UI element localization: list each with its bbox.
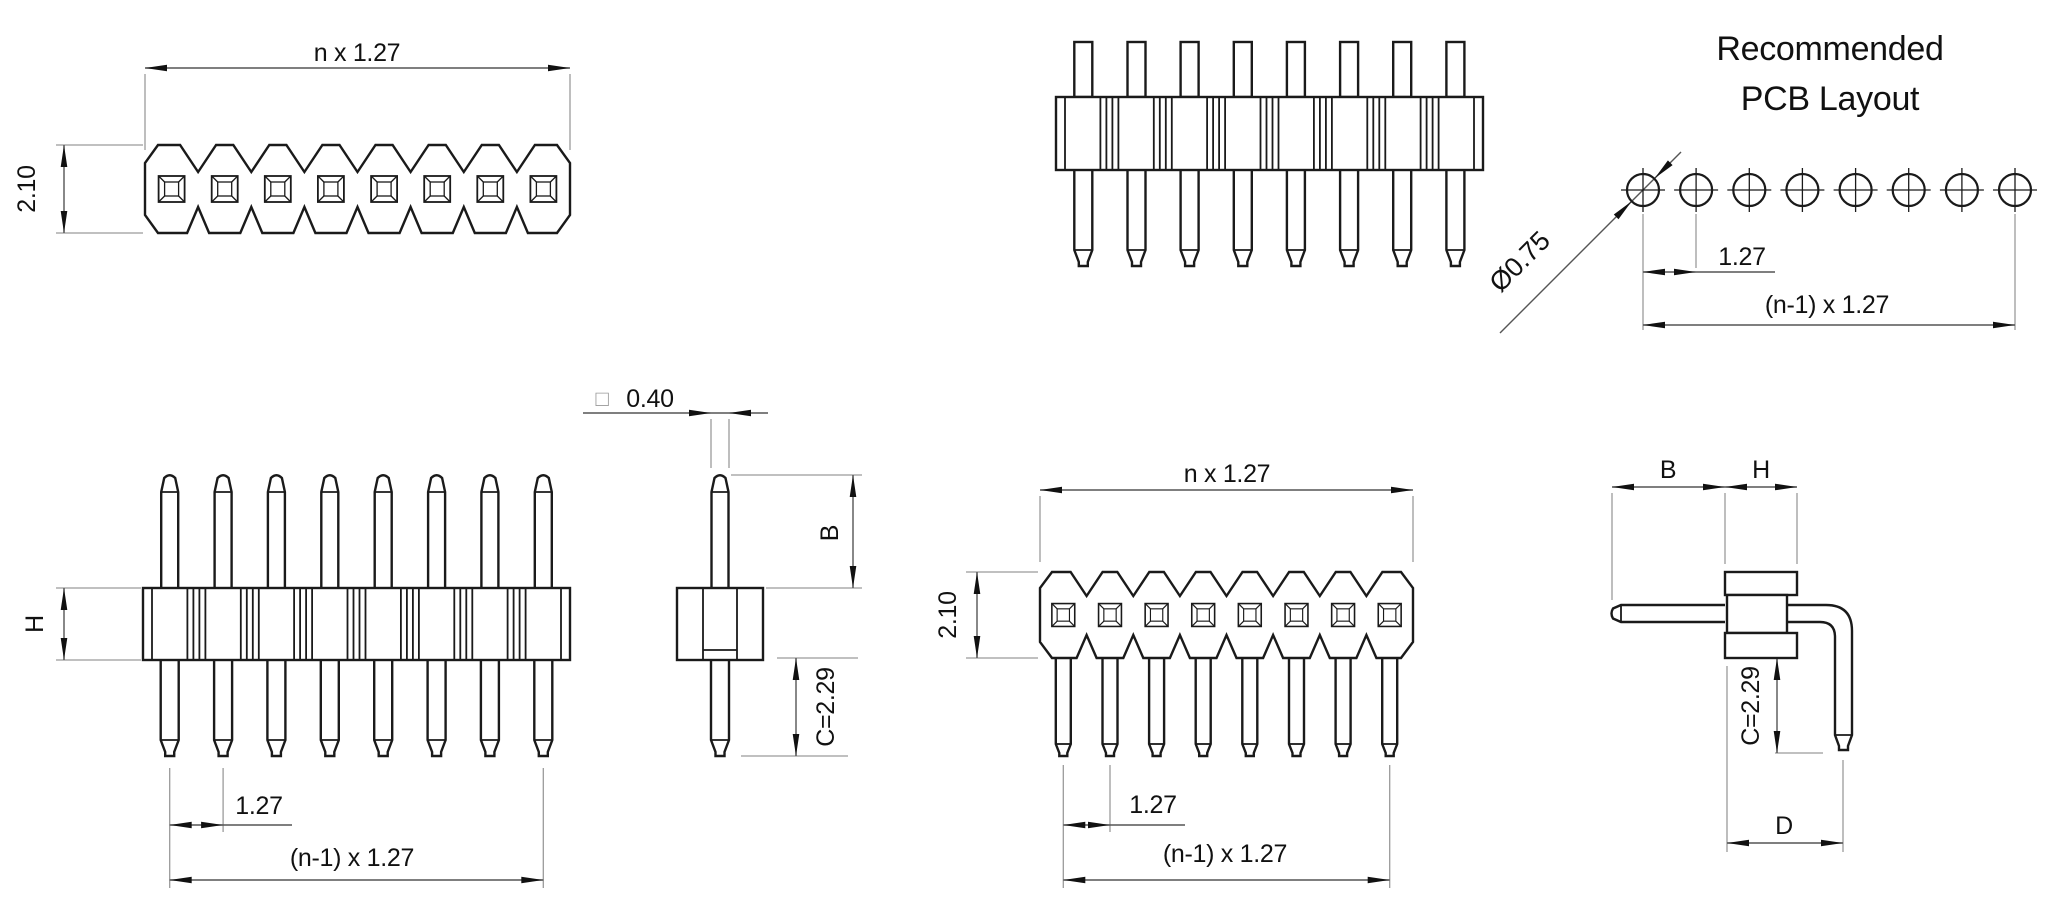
drill-holes bbox=[1619, 166, 2039, 214]
square-section-symbol: □ bbox=[596, 386, 609, 411]
bent-pin bbox=[1787, 603, 1854, 752]
view-front-a bbox=[1054, 40, 1485, 268]
dim-pitch-label: 1.27 bbox=[1718, 243, 1765, 271]
lower-pin bbox=[709, 658, 731, 758]
pcb-layout-title-line1: Recommended bbox=[1716, 30, 1943, 68]
dim-pitch-label: 1.27 bbox=[1129, 791, 1176, 819]
body-segment-lines bbox=[151, 586, 562, 661]
dim-span-label: (n-1) x 1.27 bbox=[290, 844, 414, 872]
view-front-b: H 1.27 (n-1) x 1.27 bbox=[21, 474, 572, 888]
view-top-a: n x 1.27 2.10 bbox=[13, 39, 572, 235]
dim-hole-diameter-label: Ø0.75 bbox=[1484, 226, 1556, 298]
dim-tail-label: C=2.29 bbox=[812, 667, 840, 747]
dim-depth-label: 2.10 bbox=[934, 591, 962, 638]
dim-upper-pin-label: B bbox=[1660, 456, 1676, 484]
dim-height-label: H bbox=[21, 615, 49, 633]
lower-pins bbox=[1073, 168, 1466, 268]
upper-pin bbox=[710, 474, 730, 590]
view-side-single-pin: □ 0.40 B C=2.29 bbox=[583, 385, 862, 758]
insulator-body bbox=[1723, 570, 1799, 660]
header-body-outline bbox=[1038, 570, 1415, 660]
dimension-extension-lines bbox=[1611, 486, 1844, 852]
insulator-body bbox=[1054, 95, 1485, 172]
body-segment-lines bbox=[1064, 96, 1475, 171]
dim-total-width-label: n x 1.27 bbox=[314, 39, 401, 67]
view-pcb-layout: Recommended PCB Layout Ø0.75 1.27 (n-1) … bbox=[1484, 30, 2039, 334]
header-body-outline bbox=[143, 143, 572, 235]
upper-pins bbox=[159, 474, 553, 590]
pcb-layout-title-line2: PCB Layout bbox=[1741, 80, 1920, 118]
view-top-b: n x 1.27 2.10 1.27 (n-1) x 1.27 bbox=[934, 460, 1415, 888]
dim-tail-label: C=2.29 bbox=[1737, 666, 1765, 746]
dim-total-width-label: n x 1.27 bbox=[1184, 460, 1271, 488]
dim-span-label: (n-1) x 1.27 bbox=[1765, 291, 1889, 319]
insulator-body bbox=[141, 586, 572, 662]
dim-depth-label: 2.10 bbox=[13, 165, 41, 212]
hole-diameter-leader-line bbox=[1499, 151, 1682, 334]
dimension-extension-lines bbox=[1642, 214, 2016, 330]
dim-pin-width-label: 0.40 bbox=[626, 385, 673, 413]
view-right-angle: B H C=2.29 D bbox=[1610, 456, 1854, 852]
dim-upper-pin-label: B bbox=[816, 525, 844, 541]
upper-pins bbox=[1073, 40, 1466, 99]
lower-pins bbox=[1054, 656, 1399, 758]
dim-pitch-label: 1.27 bbox=[235, 792, 282, 820]
horizontal-pin bbox=[1610, 603, 1725, 624]
dim-span-label: (n-1) x 1.27 bbox=[1163, 840, 1287, 868]
lower-pins bbox=[159, 658, 554, 758]
body-detail-lines bbox=[702, 588, 738, 660]
insulator-body bbox=[675, 586, 765, 662]
dim-depth-label: D bbox=[1775, 812, 1793, 840]
dim-height-label: H bbox=[1752, 456, 1770, 484]
